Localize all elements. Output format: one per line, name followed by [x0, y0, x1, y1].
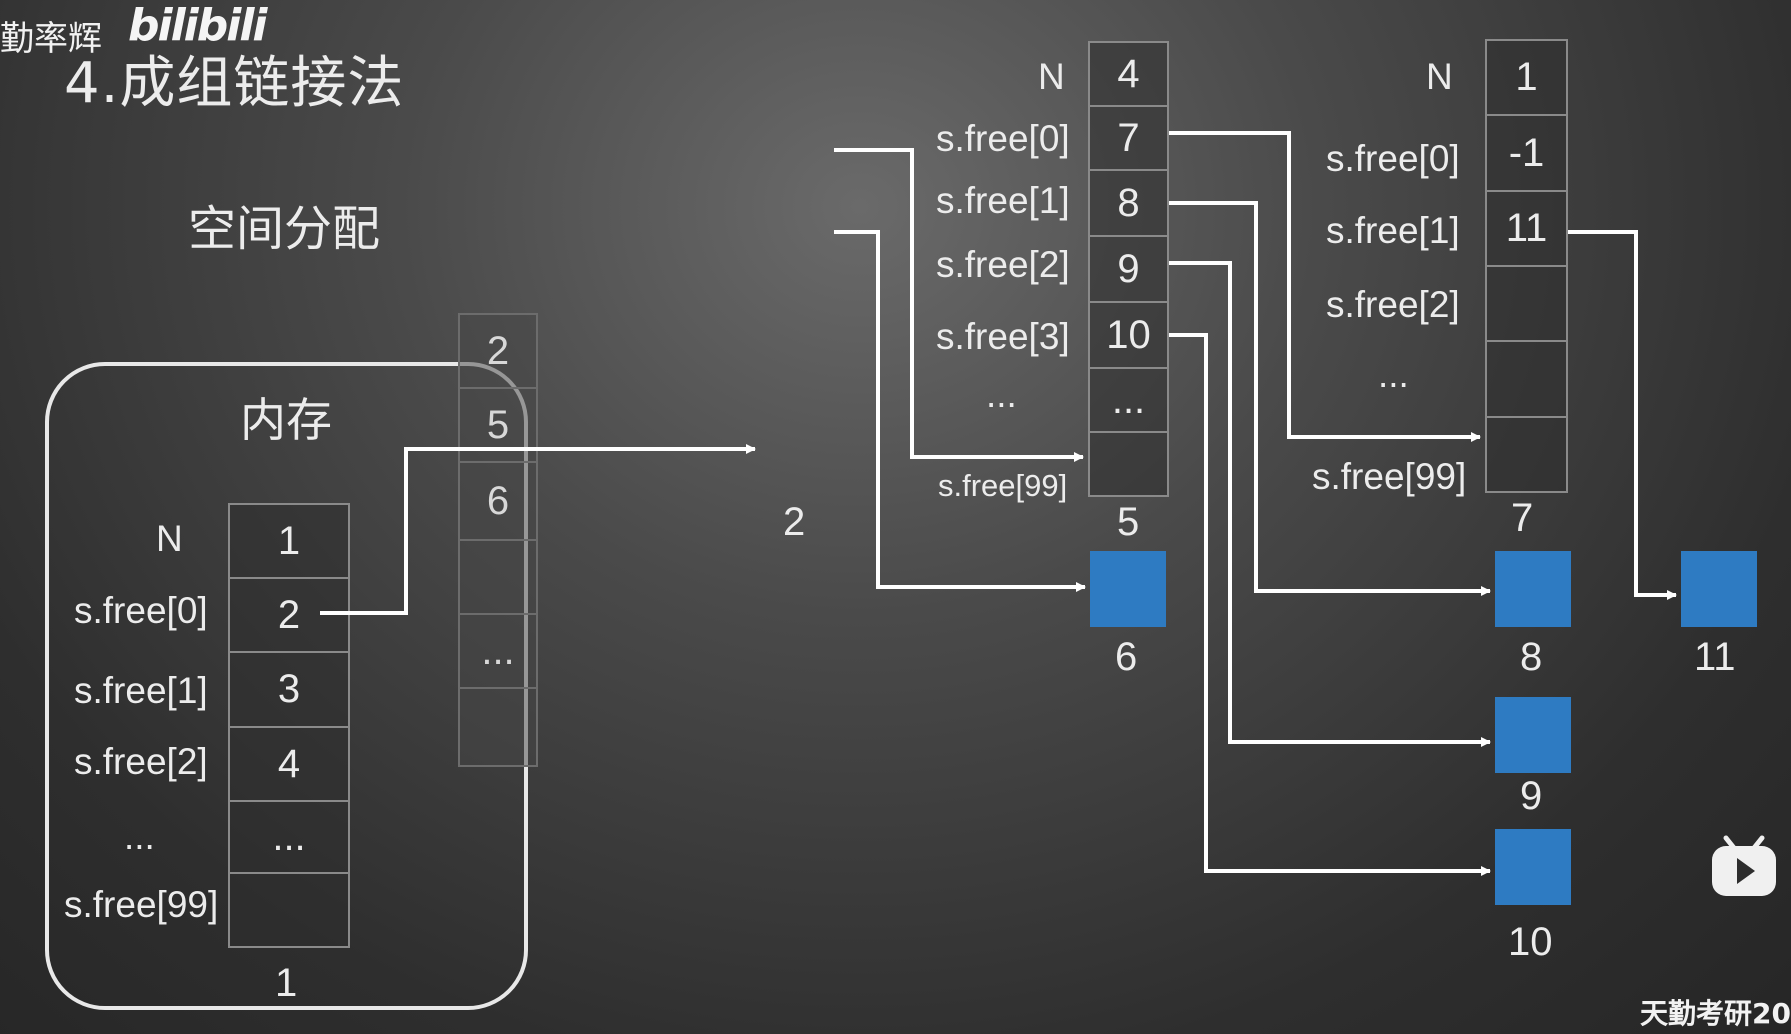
group5-label-free0: s.free[0] [936, 118, 1070, 159]
group7-cell-free0: -1 [1485, 114, 1568, 192]
memory-label-free1: s.free[1] [74, 670, 208, 711]
free-list-cell: 5 [458, 387, 538, 463]
group5-cell-free3: 10 [1088, 301, 1169, 369]
memory-label: 内存 [240, 393, 332, 447]
corner-watermark: 天勤考研20 [1640, 997, 1791, 1030]
group5-cell-free99 [1088, 431, 1169, 497]
disk-block-6 [1090, 551, 1166, 627]
memory-cell-n: 1 [228, 503, 350, 579]
disk-block-9 [1495, 697, 1571, 773]
group7-cell-free99 [1485, 416, 1568, 493]
group7-cell-n: 1 [1485, 39, 1568, 116]
free-list-cell [458, 687, 538, 767]
memory-label-ellipsis: ... [124, 816, 155, 857]
disk-block-11 [1681, 551, 1757, 627]
group7-label-free0: s.free[0] [1326, 138, 1460, 179]
disk-block-10 [1495, 829, 1571, 905]
bilibili-logo: bilibili [128, 0, 267, 51]
arrow-11-to-block-11 [1568, 230, 1677, 600]
group5-label-free99: s.free[99] [938, 468, 1068, 503]
group7-cell-ellipsis [1485, 340, 1568, 418]
group7-label-free1: s.free[1] [1326, 210, 1460, 251]
group5-caption: 5 [1117, 500, 1140, 544]
memory-cell-free99 [228, 872, 350, 948]
disk-block-6-label: 6 [1115, 635, 1138, 679]
disk-block-8 [1495, 551, 1571, 627]
group5-cell-ellipsis: ... [1088, 367, 1169, 433]
group5-label-free3: s.free[3] [936, 316, 1070, 357]
group7-cell-free2 [1485, 265, 1568, 342]
bilibili-play-icon[interactable] [1710, 834, 1778, 898]
memory-cell-free2: 4 [228, 726, 350, 802]
free-list-cell: 6 [458, 461, 538, 541]
free-list-cell: ... [458, 613, 538, 689]
free-list-cell: 2 [458, 313, 538, 389]
disk-block-10-label: 10 [1508, 920, 1553, 964]
group5-cell-free0: 7 [1088, 105, 1169, 171]
disk-block-8-label: 8 [1520, 635, 1543, 679]
allocated-value: 2 [783, 500, 806, 544]
group7-caption: 7 [1511, 496, 1534, 540]
slide-subtitle: 空间分配 [188, 201, 381, 257]
memory-label-free99: s.free[99] [64, 884, 219, 925]
memory-cell-free0: 2 [228, 577, 350, 653]
arrow-to-block-6 [834, 230, 1086, 592]
disk-block-9-label: 9 [1520, 774, 1543, 818]
memory-caption: 1 [275, 961, 298, 1005]
memory-label-n: N [156, 518, 183, 559]
group5-cell-n: 4 [1088, 41, 1169, 107]
memory-label-free2: s.free[2] [74, 741, 208, 782]
disk-block-11-label: 11 [1694, 635, 1736, 679]
group5-cell-free2: 9 [1088, 235, 1169, 303]
group5-label-ellipsis: ... [986, 374, 1017, 415]
memory-cell-ellipsis: ... [228, 800, 350, 874]
group7-label-ellipsis: ... [1378, 354, 1409, 395]
author-watermark: 勤率辉 [0, 19, 102, 59]
group5-label-free2: s.free[2] [936, 244, 1070, 285]
group7-label-free99: s.free[99] [1312, 456, 1467, 497]
group7-label-free2: s.free[2] [1326, 284, 1460, 325]
arrow-9-to-block-9 [1169, 261, 1491, 747]
group5-cell-free1: 8 [1088, 169, 1169, 237]
group7-cell-free1: 11 [1485, 190, 1568, 267]
arrow-8-to-block-8 [1169, 201, 1491, 596]
memory-cell-free1: 3 [228, 651, 350, 728]
group7-label-n: N [1426, 56, 1453, 97]
free-list-cell [458, 539, 538, 615]
group5-label-free1: s.free[1] [936, 180, 1070, 221]
group5-label-n: N [1038, 56, 1065, 97]
slide-title: 4.成组链接法 [64, 51, 405, 116]
arrow-10-to-block-10 [1169, 333, 1491, 876]
memory-label-free0: s.free[0] [74, 590, 208, 631]
